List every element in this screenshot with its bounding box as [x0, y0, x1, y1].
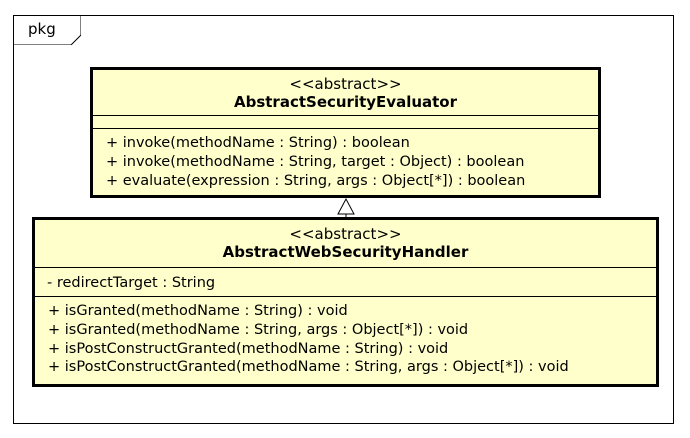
- class-name: AbstractWebSecurityHandler: [222, 243, 469, 261]
- attributes-compartment: [93, 115, 598, 128]
- class-header: <<abstract>> AbstractWebSecurityHandler: [35, 220, 656, 267]
- operation-item: + evaluate(expression : String, args : O…: [106, 172, 526, 189]
- package-label: pkg: [28, 20, 56, 38]
- package-tab: [13, 15, 81, 45]
- operation-item: + invoke(methodName : String) : boolean: [106, 135, 410, 151]
- class-abstract-security-evaluator[interactable]: <<abstract>> AbstractSecurityEvaluator +…: [90, 67, 601, 198]
- operations-compartment: + invoke(methodName : String) : boolean …: [93, 128, 598, 190]
- class-stereotype: <<abstract>>: [289, 75, 402, 93]
- operations-compartment: + isGranted(methodName : String) : void …: [35, 296, 656, 377]
- package-frame: [13, 15, 674, 424]
- operation-item: + isPostConstructGranted(methodName : St…: [48, 340, 449, 357]
- class-name: AbstractSecurityEvaluator: [233, 93, 458, 111]
- attributes-compartment: - redirectTarget : String: [35, 267, 656, 296]
- operation-item: + isGranted(methodName : String, args : …: [48, 321, 469, 338]
- class-abstract-web-security-handler[interactable]: <<abstract>> AbstractWebSecurityHandler …: [32, 217, 659, 387]
- operation-item: + isPostConstructGranted(methodName : St…: [48, 359, 569, 376]
- operation-item: + invoke(methodName : String, target : O…: [106, 153, 525, 170]
- operation-item: + isGranted(methodName : String) : void: [48, 303, 348, 319]
- attribute-item: - redirectTarget : String: [47, 275, 216, 291]
- class-header: <<abstract>> AbstractSecurityEvaluator: [93, 70, 598, 115]
- class-stereotype: <<abstract>>: [289, 225, 402, 243]
